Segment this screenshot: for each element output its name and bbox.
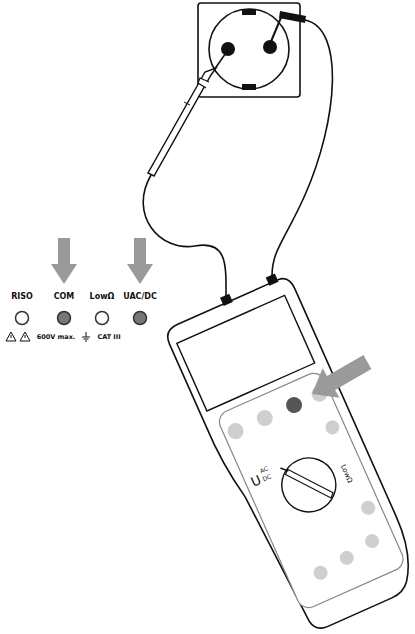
pointer-arrow bbox=[51, 238, 77, 284]
probe-right bbox=[270, 11, 332, 276]
terminal-label: COM bbox=[54, 293, 75, 301]
jack-panel bbox=[16, 312, 147, 325]
probe-left bbox=[143, 50, 228, 297]
tester bbox=[161, 269, 415, 634]
rating-text: 600V max. bbox=[37, 334, 76, 341]
pointer-arrow bbox=[304, 347, 376, 408]
terminal-label: LowΩ bbox=[90, 293, 115, 301]
terminal-label: UAC/DC bbox=[123, 293, 157, 301]
pointer-arrow bbox=[127, 238, 153, 284]
warning-symbols bbox=[6, 332, 90, 341]
terminal-label: RISO bbox=[11, 293, 33, 301]
category-text: CAT III bbox=[97, 334, 120, 341]
